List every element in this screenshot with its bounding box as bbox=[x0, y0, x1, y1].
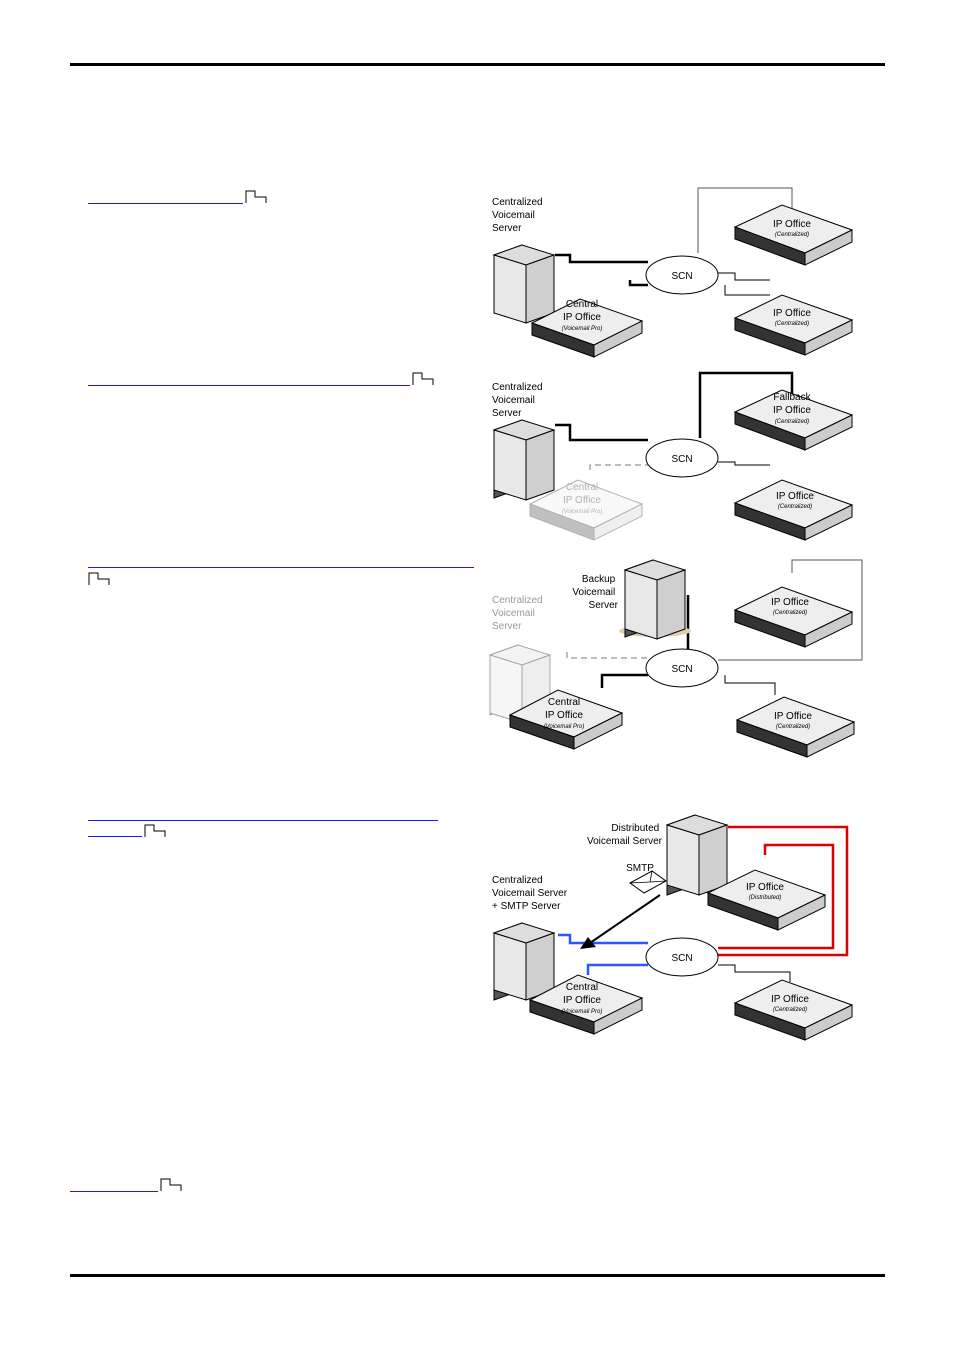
footer-rule bbox=[70, 1274, 885, 1277]
svg-text:(Voicemail Pro): (Voicemail Pro) bbox=[562, 1009, 603, 1015]
scn-cloud: SCN bbox=[645, 438, 719, 478]
distributed-server-label: Distributed Voicemail Server bbox=[587, 823, 663, 847]
link-section-4b[interactable] bbox=[88, 836, 142, 837]
page-ref-icon bbox=[160, 1178, 182, 1191]
server-label: Centralized Voicemail Server + SMTP Serv… bbox=[492, 875, 570, 912]
svg-text:IP Office: IP Office bbox=[771, 994, 809, 1005]
ip-office-unit: IP Office (Centralized) bbox=[733, 204, 854, 266]
svg-text:SCN: SCN bbox=[671, 953, 692, 964]
svg-text:(Voicemail Pro): (Voicemail Pro) bbox=[562, 326, 603, 332]
svg-text:(Voicemail Pro): (Voicemail Pro) bbox=[562, 509, 603, 515]
server-icon bbox=[492, 244, 556, 324]
header-rule bbox=[70, 63, 885, 66]
page-ref-icon bbox=[412, 372, 434, 385]
server-label: Centralized Voicemail Server bbox=[492, 382, 545, 419]
svg-text:(Centralized): (Centralized) bbox=[775, 419, 809, 425]
svg-text:Fallback: Fallback bbox=[773, 392, 811, 403]
ip-office-unit: IP Office (Centralized) bbox=[733, 979, 854, 1041]
server-icon bbox=[492, 419, 556, 501]
svg-text:SCN: SCN bbox=[671, 271, 692, 282]
scn-cloud: SCN bbox=[645, 255, 719, 295]
page-ref-icon bbox=[144, 824, 166, 837]
svg-text:IP Office: IP Office bbox=[563, 495, 601, 506]
svg-text:(Centralized): (Centralized) bbox=[775, 321, 809, 327]
server-icon bbox=[492, 922, 556, 1001]
link-section-5[interactable] bbox=[70, 1191, 158, 1192]
ip-office-unit: IP Office (Centralized) bbox=[733, 294, 854, 356]
scn-cloud: SCN bbox=[645, 937, 719, 977]
diagram-backup: SCN Backup Voicemail Server Centralized … bbox=[488, 559, 863, 758]
svg-text:(Centralized): (Centralized) bbox=[773, 610, 807, 616]
diagram-fallback: SCN Centralized Voicemail Server Central… bbox=[492, 371, 854, 541]
link-section-2[interactable] bbox=[88, 385, 410, 386]
diagram-centralized: SCN Centralized Voicemail Server Central… bbox=[492, 187, 854, 358]
page-ref-icon bbox=[88, 572, 110, 585]
svg-text:IP Office: IP Office bbox=[773, 405, 811, 416]
ip-office-unit: IP Office (Centralized) bbox=[733, 479, 854, 541]
backup-server-icon bbox=[619, 559, 691, 640]
smtp-arrow bbox=[580, 894, 661, 949]
svg-text:IP Office: IP Office bbox=[773, 219, 811, 230]
svg-text:Central: Central bbox=[548, 697, 580, 708]
svg-text:(Centralized): (Centralized) bbox=[775, 232, 809, 238]
server-label: Centralized Voicemail Server bbox=[492, 595, 545, 632]
central-ip-office-unit: Central IP Office (Voicemail Pro) bbox=[530, 298, 644, 358]
server-label: Centralized Voicemail Server bbox=[492, 197, 545, 234]
central-ip-office-unit: Central IP Office (Voicemail Pro) bbox=[528, 479, 644, 541]
central-ip-office-unit: Central IP Office (Voicemail Pro) bbox=[508, 689, 624, 750]
distributed-server-icon bbox=[665, 814, 729, 896]
svg-text:IP Office: IP Office bbox=[771, 597, 809, 608]
link-section-1[interactable] bbox=[88, 203, 243, 204]
svg-text:IP Office: IP Office bbox=[746, 882, 784, 893]
svg-text:(Distributed): (Distributed) bbox=[749, 895, 782, 901]
link-section-4a[interactable] bbox=[88, 820, 438, 821]
ip-office-unit: IP Office (Centralized) bbox=[733, 586, 854, 648]
svg-text:(Centralized): (Centralized) bbox=[776, 724, 810, 730]
svg-text:SCN: SCN bbox=[671, 454, 692, 465]
ip-office-unit: IP Office (Centralized) bbox=[735, 696, 856, 758]
envelope-icon bbox=[629, 870, 667, 894]
svg-text:(Voicemail Pro): (Voicemail Pro) bbox=[544, 724, 585, 730]
smtp-label: SMTP bbox=[626, 863, 654, 874]
svg-text:Central: Central bbox=[566, 482, 598, 493]
svg-text:IP Office: IP Office bbox=[774, 711, 812, 722]
backup-server-label: Backup Voicemail Server bbox=[572, 574, 618, 611]
svg-text:SCN: SCN bbox=[671, 664, 692, 675]
link-section-3[interactable] bbox=[88, 567, 474, 568]
svg-text:Central: Central bbox=[566, 299, 598, 310]
svg-text:IP Office: IP Office bbox=[776, 491, 814, 502]
svg-text:(Centralized): (Centralized) bbox=[773, 1007, 807, 1013]
page-ref-icon bbox=[245, 190, 267, 203]
svg-text:IP Office: IP Office bbox=[545, 710, 583, 721]
svg-text:IP Office: IP Office bbox=[773, 308, 811, 319]
svg-text:(Centralized): (Centralized) bbox=[778, 504, 812, 510]
diagram-distributed: SMTP Distributed Voicemail Server IP Off… bbox=[492, 814, 854, 1041]
central-ip-office-unit: Central IP Office (Voicemail Pro) bbox=[528, 974, 644, 1035]
fallback-ip-office-unit: Fallback IP Office (Centralized) bbox=[733, 389, 854, 451]
svg-text:IP Office: IP Office bbox=[563, 995, 601, 1006]
scn-cloud: SCN bbox=[645, 648, 719, 688]
svg-text:IP Office: IP Office bbox=[563, 312, 601, 323]
distributed-ip-office-unit: IP Office (Distributed) bbox=[706, 869, 827, 931]
svg-text:Central: Central bbox=[566, 982, 598, 993]
